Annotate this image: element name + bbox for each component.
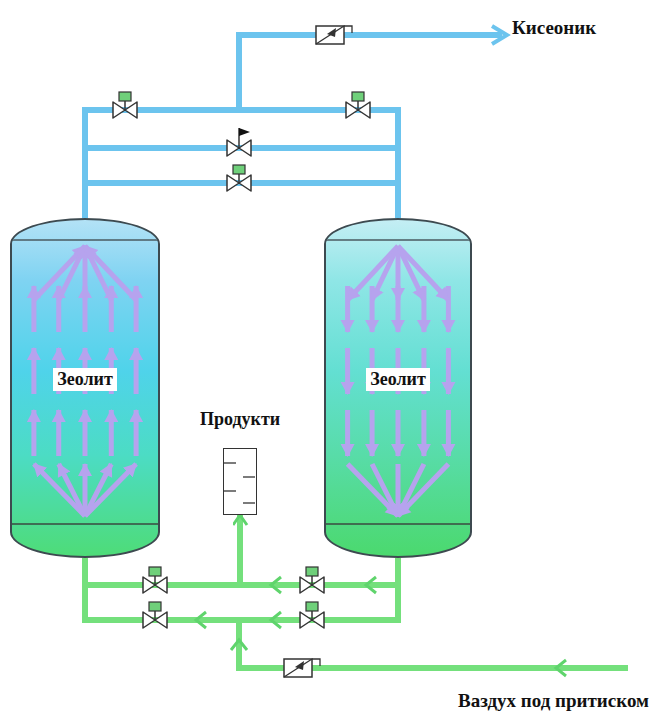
zeolite-vessel: Зеолит (10, 218, 160, 558)
muffler-ticks (224, 449, 255, 513)
product-muffler: Продукти (162, 408, 318, 515)
vessel-label: Зеолит (366, 368, 430, 391)
zeolite-vessel: Зеолит (324, 218, 472, 558)
vessel-label: Зеолит (53, 368, 117, 391)
muffler-heading: Продукти (162, 408, 318, 430)
muffler-body (223, 448, 257, 515)
pipe-connector (85, 183, 398, 218)
inlet-label: Ваздух под притиском (458, 690, 649, 712)
flow-arrows (196, 577, 566, 676)
air-pipes (85, 558, 628, 668)
outlet-label: Кисеоник (512, 17, 596, 39)
oxygen-arrow (492, 26, 507, 44)
oxygen-pipes (85, 35, 502, 218)
